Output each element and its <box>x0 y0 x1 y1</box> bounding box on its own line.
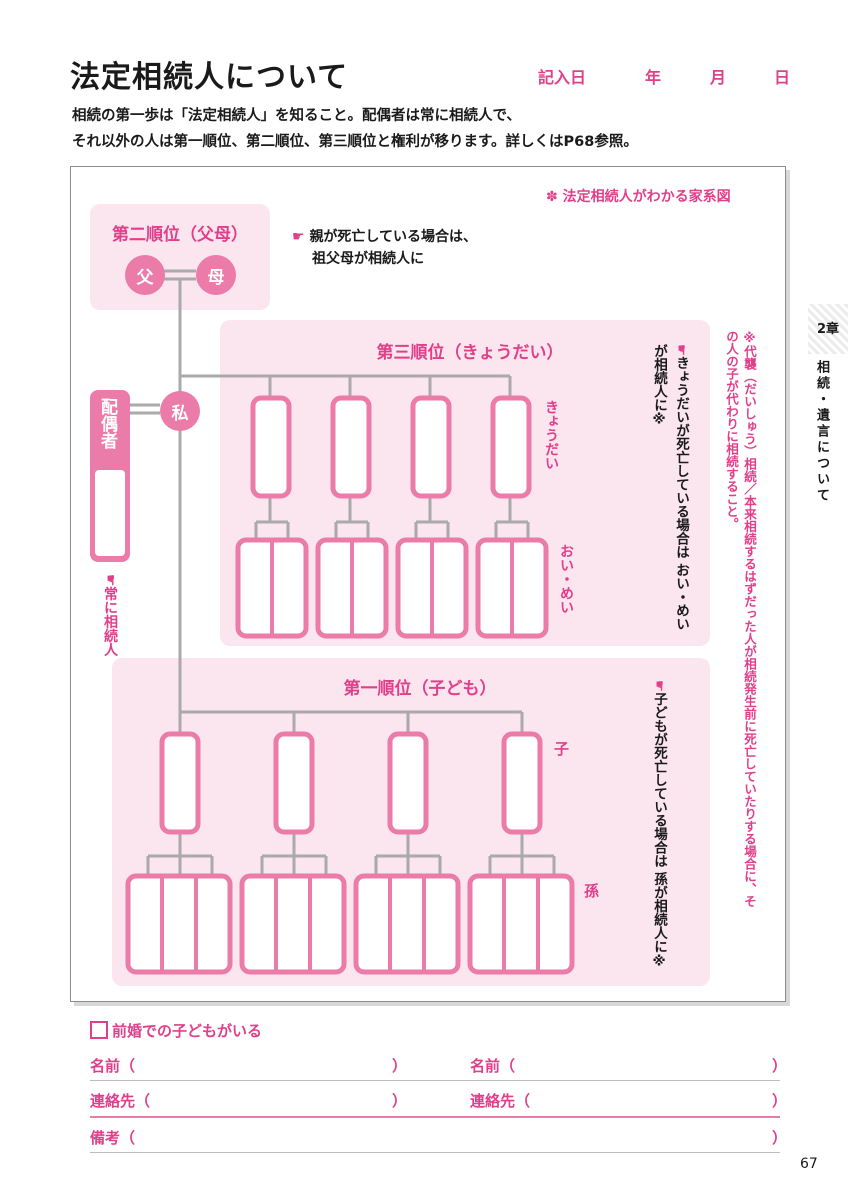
grandchild-group <box>239 873 347 975</box>
contact-field-1-label: 連絡先（ <box>90 1092 151 1110</box>
name-field-1-label: 名前（ <box>90 1057 136 1075</box>
second-rank-note-2: 祖父母が相続人に <box>312 251 424 267</box>
checkbox-square[interactable] <box>90 1021 108 1039</box>
date-month-label: 月 <box>710 68 727 87</box>
daishu-footnote: ※代襲（だいしゅう）相続／本来相続するはずだった人が相続発生前に死亡していたりす… <box>724 330 757 908</box>
chapter-tab-pattern <box>808 304 848 354</box>
spouse-note: ☛常に相続人 <box>102 574 118 657</box>
father-node: 父 <box>125 255 165 295</box>
grandchild-label: 孫 <box>584 882 600 900</box>
page-title: 法定相続人について <box>70 60 349 95</box>
contact-field-1-close: ） <box>392 1092 408 1110</box>
child-node <box>387 731 429 835</box>
sibling-node <box>330 395 372 499</box>
spouse-label: 配偶者 <box>97 398 117 449</box>
form-divider <box>90 1152 780 1153</box>
child-node <box>501 731 543 835</box>
pointing-hand-icon: ☛ <box>673 344 689 357</box>
intro-line-2: それ以外の人は第一順位、第二順位、第三順位と権利が移ります。詳しくはP68参照。 <box>72 134 638 150</box>
grandchild-group <box>353 873 461 975</box>
first-rank-title: 第一順位（子ども） <box>343 679 497 699</box>
name-field-1-close: ） <box>392 1057 408 1075</box>
date-year-label: 年 <box>645 68 662 87</box>
child-node <box>159 731 201 835</box>
intro-line-1: 相続の第一歩は「法定相続人」を知ること。配偶者は常に相続人で、 <box>72 108 521 124</box>
flower-icon: ✽ <box>546 189 558 205</box>
form-divider <box>90 1080 780 1081</box>
diagram-legend: ✽ 法定相続人がわかる家系図 <box>546 189 731 205</box>
date-day-label: 日 <box>774 68 791 87</box>
notes-field-label: 備考（ <box>90 1129 136 1147</box>
first-rank-note: ☛子どもが死亡している場合は 孫が相続人に※ <box>651 680 667 970</box>
contact-field-2-close: ） <box>772 1092 788 1110</box>
sibling-node <box>410 395 452 499</box>
siblings-label: きょうだい <box>543 400 559 470</box>
chapter-section: 相続・遺言について <box>814 360 829 504</box>
me-node: 私 <box>160 391 200 431</box>
child-label: 子 <box>554 740 570 758</box>
mother-node: 母 <box>196 255 236 295</box>
previous-marriage-checkbox[interactable]: 前婚での子どもがいる <box>90 1020 262 1041</box>
second-rank-note-1: ☛ 親が死亡している場合は、 <box>292 229 478 245</box>
chapter-number: 2章 <box>816 322 840 337</box>
sibling-node <box>490 395 532 499</box>
nephews-label: おい・めい <box>558 544 574 614</box>
child-node <box>273 731 315 835</box>
spouse-name-field <box>95 470 125 556</box>
spouse-node: 配偶者 <box>90 390 130 562</box>
contact-field-2-label: 連絡先（ <box>470 1092 531 1110</box>
notes-field-close: ） <box>772 1129 788 1147</box>
name-field-2-close: ） <box>772 1057 788 1075</box>
date-label: 記入日 <box>538 68 587 87</box>
pointing-hand-icon: ☛ <box>102 574 118 587</box>
third-rank-title: 第三順位（きょうだい） <box>376 343 564 363</box>
second-rank-title: 第二順位（父母） <box>112 225 248 245</box>
grandchild-group <box>467 873 575 975</box>
pointing-hand-icon: ☛ <box>292 229 305 245</box>
grandchild-group <box>125 873 233 975</box>
pointing-hand-icon: ☛ <box>651 680 667 693</box>
sibling-node <box>250 395 292 499</box>
third-rank-note: ☛きょうだいが死亡している場合は おい・めいが相続人に※ <box>651 344 689 631</box>
name-field-2-label: 名前（ <box>470 1057 516 1075</box>
page-number: 67 <box>800 1156 818 1172</box>
form-divider-pink <box>90 1116 780 1118</box>
